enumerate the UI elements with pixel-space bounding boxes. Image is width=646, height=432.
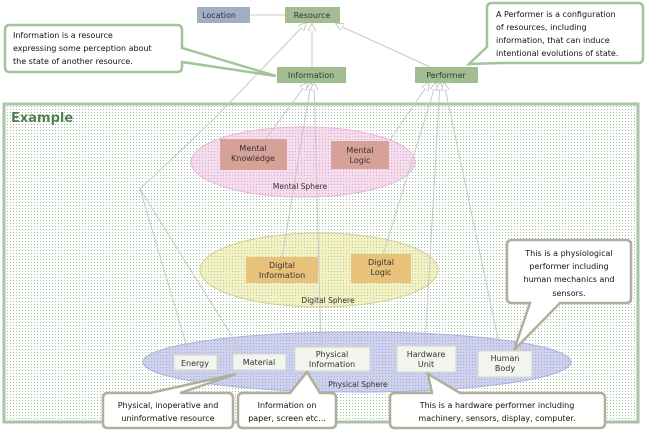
mental-knowledge-box[interactable]: Mental Knowledge: [220, 139, 287, 170]
mental-knowledge-line2: Knowledge: [231, 154, 275, 163]
material-note-line1: Physical, inoperative and: [118, 401, 219, 410]
performer-note-line4: intentional evolutions of state.: [496, 49, 618, 58]
information-note: Information is a resource expressing som…: [3, 23, 277, 78]
human-body-box[interactable]: Human Body: [477, 350, 533, 378]
energy-box[interactable]: Energy: [173, 354, 218, 371]
resource-box[interactable]: Resource: [285, 7, 340, 23]
human-body-note-line1: This is a physiological: [524, 249, 612, 258]
performer-box[interactable]: Performer: [415, 67, 478, 83]
physical-information-to-information: [314, 83, 322, 347]
hardware-to-performer: [424, 83, 440, 347]
material-label: Material: [243, 358, 276, 367]
mental-logic-to-performer: [389, 83, 429, 141]
physical-information-note: Information on paper, screen etc...: [236, 369, 338, 430]
energy-label: Energy: [181, 359, 209, 368]
energy-branch: [139, 188, 191, 358]
mental-logic-line1: Mental: [346, 146, 373, 155]
digital-sphere-label: Digital Sphere: [301, 296, 355, 305]
mental-knowledge-line1: Mental: [239, 144, 266, 153]
mental-logic-line2: Logic: [350, 156, 371, 165]
resource-label: Resource: [294, 11, 331, 20]
digital-information-to-information: [281, 83, 311, 259]
information-note-line3: the state of another resource.: [13, 57, 133, 66]
material-note-line2: uninformative resource: [121, 414, 214, 423]
digital-information-line1: Digital: [269, 261, 295, 270]
performer-note-line1: A Performer is a configuration: [496, 10, 616, 19]
physical-information-line1: Physical: [316, 350, 349, 359]
information-label: Information: [288, 71, 334, 80]
physical-information-line2: Information: [309, 360, 355, 369]
physical-information-box[interactable]: Physical Information: [294, 346, 371, 372]
digital-logic-to-performer: [382, 83, 436, 256]
connectors: [139, 14, 501, 358]
energy-to-resource: [139, 23, 306, 190]
human-body-line2: Body: [495, 364, 515, 373]
performer-note-line3: information, that can induce: [496, 36, 610, 45]
mental-knowledge-to-information: [264, 83, 307, 141]
information-box[interactable]: Information: [277, 67, 346, 83]
information-note-line1: Information is a resource: [13, 31, 113, 40]
digital-information-line2: Information: [259, 271, 305, 280]
mental-sphere-label: Mental Sphere: [273, 182, 328, 191]
digital-logic-line2: Logic: [371, 268, 392, 277]
performer-note: A Performer is a configuration of resour…: [465, 1, 645, 66]
location-label: Location: [202, 11, 236, 20]
information-note-line2: expressing some perception about: [13, 44, 152, 53]
performer-note-line2: of resources, including: [496, 23, 587, 32]
example-title: Example: [11, 111, 73, 126]
hardware-unit-line2: Unit: [418, 360, 434, 369]
material-branch: [139, 188, 246, 358]
human-body-note: This is a physiological performer includ…: [505, 238, 633, 351]
digital-logic-line1: Digital: [368, 258, 394, 267]
performer-label: Performer: [426, 71, 466, 80]
physical-information-note-line1: Information on: [258, 401, 317, 410]
material-note: Physical, inoperative and uninformative …: [101, 372, 237, 430]
human-body-note-line2: performer including: [529, 262, 608, 271]
physical-information-note-line2: paper, screen etc...: [248, 414, 326, 423]
digital-information-box[interactable]: Digital Information: [246, 257, 318, 283]
human-body-note-line3: human mechanics and: [524, 275, 615, 284]
human-body-to-performer: [444, 83, 501, 349]
mental-logic-box[interactable]: Mental Logic: [331, 141, 389, 169]
hardware-note-line1: This is a hardware performer including: [419, 401, 575, 410]
material-box[interactable]: Material: [232, 353, 287, 371]
digital-logic-box[interactable]: Digital Logic: [351, 254, 411, 283]
human-body-note-line4: sensors.: [552, 289, 585, 298]
physical-sphere-label: Physical Sphere: [328, 380, 388, 389]
hardware-note: This is a hardware performer including m…: [388, 371, 607, 430]
hardware-note-line2: machinery, sensors, display, computer.: [418, 414, 575, 423]
performer-to-resource: [336, 24, 431, 68]
human-body-line1: Human: [491, 354, 520, 363]
hardware-unit-line1: Hardware: [407, 350, 446, 359]
hardware-unit-box[interactable]: Hardware Unit: [396, 345, 457, 373]
location-box[interactable]: Location: [197, 7, 250, 23]
